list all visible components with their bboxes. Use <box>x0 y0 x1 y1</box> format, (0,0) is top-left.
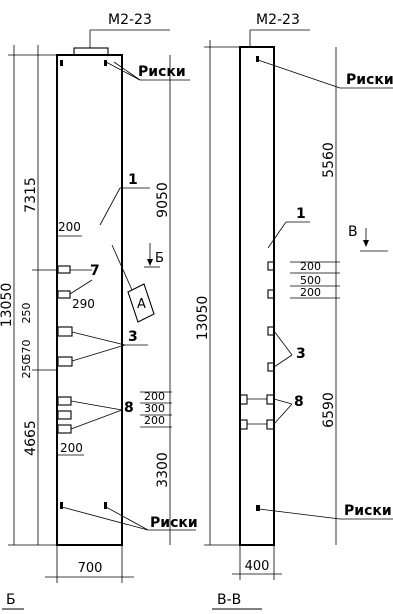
left-callout-8-leader-a <box>70 400 123 411</box>
left-callout-7: 7 <box>90 263 100 279</box>
right-callout-3: 3 <box>296 346 306 362</box>
left-view: М2-23 Риски 13050 7315 4665 250 570 250 … <box>0 12 198 610</box>
right-risk-leader-bottom <box>258 508 341 520</box>
left-insert-8b <box>57 410 72 420</box>
right-risk-mark-top <box>256 56 259 62</box>
right-callout-1-leader <box>267 221 287 249</box>
left-node-a-box <box>127 283 155 323</box>
left-callout-8: 8 <box>124 400 134 416</box>
right-dim-top-b: 500 <box>300 274 321 287</box>
left-callout-7-leader-b <box>69 279 93 295</box>
left-callout-1-leader <box>99 187 121 226</box>
left-dim-250-a: 250 <box>20 303 33 324</box>
left-risk-leader-bottom-a <box>61 506 149 531</box>
right-insert-8b-left <box>239 419 248 430</box>
left-risk-mark-top-right <box>104 60 107 66</box>
left-dim-250-b: 250 <box>20 358 33 379</box>
left-section-arrow-head <box>147 259 153 266</box>
left-risk-label-top: Риски <box>138 64 186 80</box>
right-callout-1: 1 <box>296 206 306 222</box>
left-dim-upper: 7315 <box>23 177 39 213</box>
right-insert-top-b <box>267 289 275 299</box>
right-dim-top-c: 200 <box>300 286 321 299</box>
left-risk-mark-bottom-right <box>104 502 107 509</box>
left-risk-mark-top-left <box>60 60 63 66</box>
left-insert-7a <box>57 265 71 274</box>
right-column-outline <box>239 46 275 546</box>
left-risk-leader-top-a <box>105 61 141 81</box>
right-callout-3-leader-a <box>273 330 293 356</box>
right-risk-label-bottom: Риски <box>344 503 392 519</box>
right-callout-8-leader-b <box>273 403 293 425</box>
left-mark-label: М2-23 <box>108 12 152 28</box>
right-dim-lower: 6590 <box>321 392 337 428</box>
left-callout-3-leader-a <box>71 331 126 346</box>
left-dim-width: 700 <box>78 561 103 576</box>
left-insert-3b <box>57 356 73 367</box>
left-dim-right-upper: 9050 <box>155 182 171 218</box>
left-node-a: А <box>137 297 146 312</box>
right-dim-upper: 5560 <box>321 142 337 178</box>
right-mark-label: М2-23 <box>256 12 300 28</box>
left-risk-leader-bottom-b <box>105 506 149 531</box>
right-dim-top-a: 200 <box>300 260 321 273</box>
left-callout-3: 3 <box>128 329 138 345</box>
left-dim-200-bottom: 200 <box>60 441 83 455</box>
left-dim-290: 290 <box>72 297 95 311</box>
left-callout-1: 1 <box>128 172 138 188</box>
left-top-plate <box>73 47 109 56</box>
right-view: М2-23 Риски 13050 5560 6590 200 500 200 … <box>195 12 393 610</box>
right-risk-mark-bottom <box>256 505 260 511</box>
left-view-title: Б <box>6 592 16 608</box>
right-section-mark: В <box>348 224 358 240</box>
left-insert-7b <box>57 290 71 299</box>
right-risk-leader-top <box>257 59 341 89</box>
left-dim-right-lower: 3300 <box>155 452 171 488</box>
left-dim-8-a: 200 <box>144 390 165 403</box>
left-insert-8a <box>57 396 72 406</box>
left-callout-3-leader-b <box>71 344 126 362</box>
right-insert-8a-left <box>239 394 248 405</box>
left-insert-8c <box>57 424 72 434</box>
right-insert-8b-right <box>266 419 275 430</box>
right-insert-top-a <box>267 261 275 271</box>
left-insert-3a <box>57 326 73 337</box>
left-risk-label-bottom: Риски <box>150 515 198 531</box>
right-callout-8-leader-a <box>273 398 293 405</box>
left-dim-overall: 13050 <box>0 283 15 328</box>
left-dim-8-c: 200 <box>144 414 165 427</box>
left-risk-mark-bottom-left <box>60 502 63 509</box>
right-insert-8a-right <box>266 394 275 405</box>
left-callout-8-leader-b <box>70 409 123 430</box>
left-section-mark: Б <box>155 251 164 266</box>
right-view-title: В-В <box>217 592 241 608</box>
right-callout-8: 8 <box>294 394 304 410</box>
right-risk-label-top: Риски <box>346 72 393 88</box>
left-dim-lower: 4665 <box>23 420 39 456</box>
right-dim-width: 400 <box>245 559 270 574</box>
right-callout-3-leader-b <box>273 354 293 368</box>
left-risk-leader-top-b <box>113 61 141 81</box>
left-node-a-leader <box>111 244 133 291</box>
right-dim-overall: 13050 <box>195 296 211 341</box>
left-dim-200-top: 200 <box>58 220 81 234</box>
left-dim-570: 570 <box>20 340 33 361</box>
right-section-arrow-head <box>363 240 369 247</box>
left-dim-8-b: 300 <box>144 402 165 415</box>
